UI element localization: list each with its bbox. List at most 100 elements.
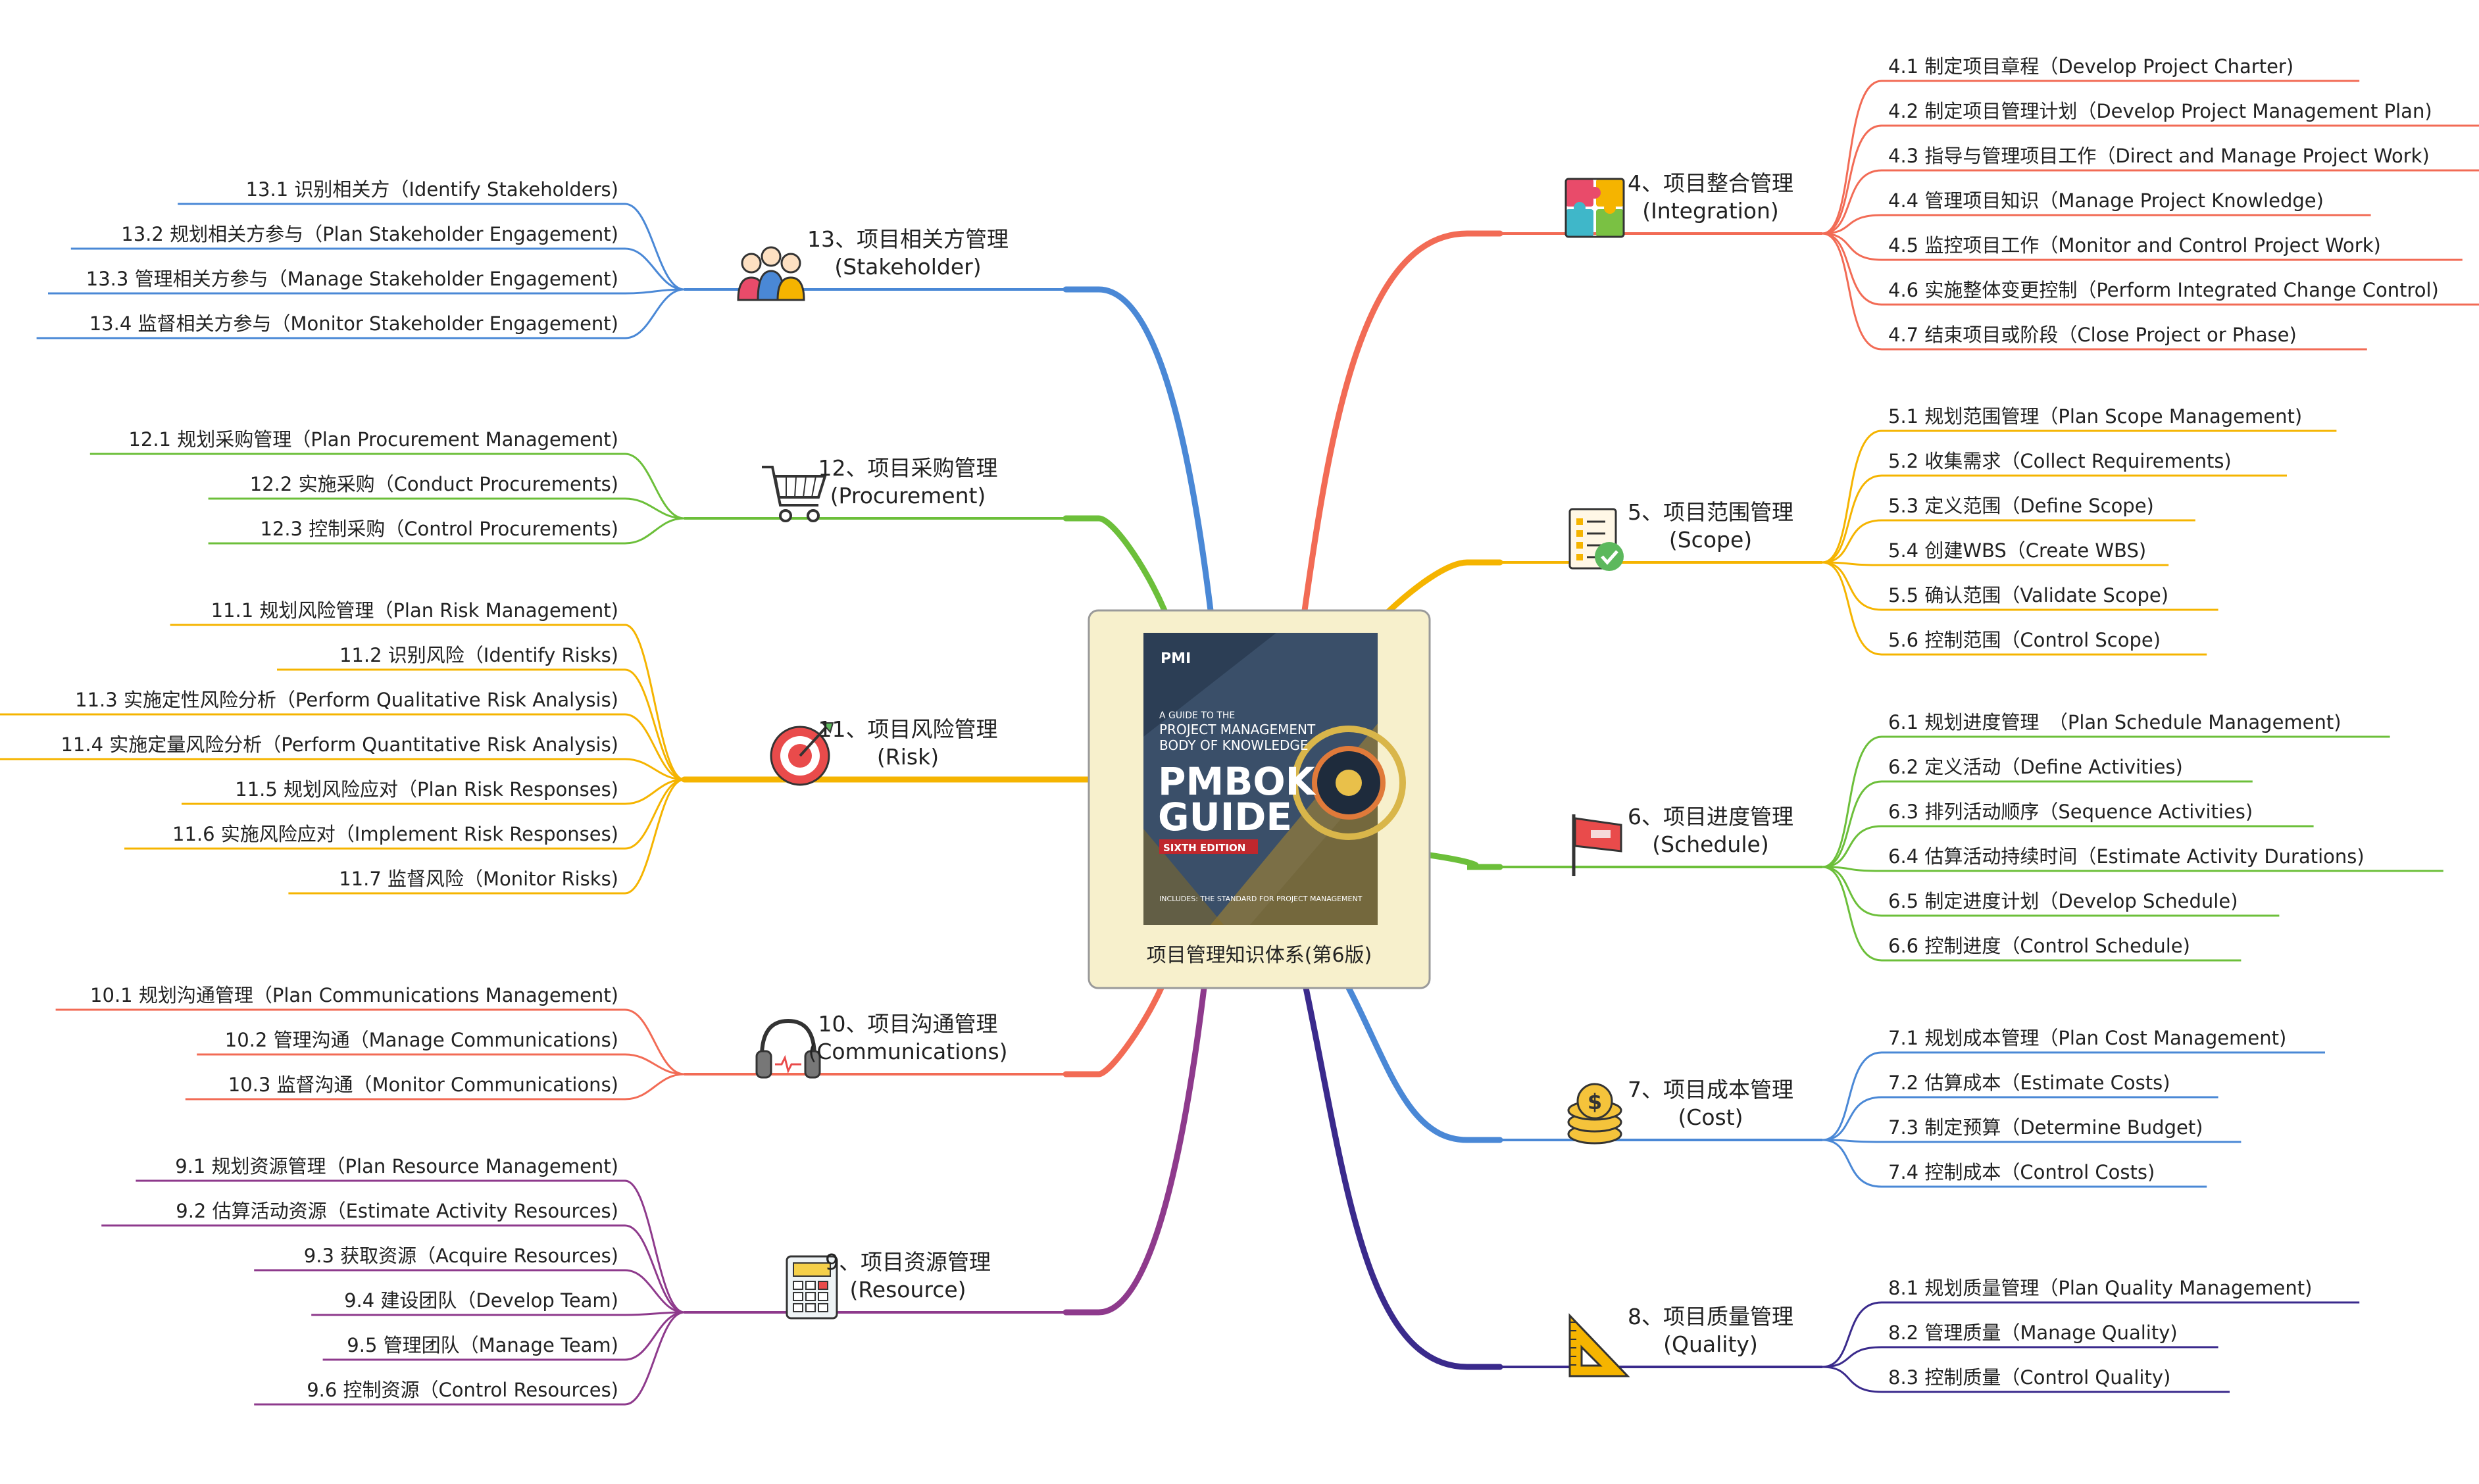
leaf-item[interactable]: 5.1 规划范围管理（Plan Scope Management) <box>1888 405 2302 428</box>
leaf-item[interactable]: 4.6 实施整体变更控制（Perform Integrated Change C… <box>1888 279 2439 301</box>
leaf-item[interactable]: 11.7 监督风险（Monitor Risks) <box>339 868 618 890</box>
leaf-connector <box>101 1224 685 1314</box>
leaf-item[interactable]: 9.1 规划资源管理（Plan Resource Management) <box>175 1155 618 1177</box>
leaf-item[interactable]: 4.1 制定项目章程（Develop Project Charter) <box>1888 55 2293 78</box>
leaf-connector <box>1822 1139 2241 1143</box>
leaf-item[interactable]: 4.5 监控项目工作（Monitor and Control Project W… <box>1888 234 2381 257</box>
leaf-connector <box>1822 474 2287 564</box>
leaf-item[interactable]: 6.1 规划进度管理 （Plan Schedule Management) <box>1888 711 2341 733</box>
leaf-item[interactable]: 4.2 制定项目管理计划（Develop Project Management … <box>1888 100 2432 122</box>
leaf-item[interactable]: 12.2 实施采购（Conduct Procurements) <box>250 473 618 495</box>
leaf-label: 9.6 控制资源（Control Resources) <box>307 1379 618 1401</box>
leaf-connector <box>170 624 685 781</box>
branch-title[interactable]: 11、项目风险管理 <box>818 716 998 742</box>
leaf-label: 11.5 规划风险应对（Plan Risk Responses) <box>235 778 618 801</box>
leaf-item[interactable]: 5.5 确认范围（Validate Scope) <box>1888 584 2168 606</box>
branch-integration[interactable]: 4、项目整合管理(Integration) 4.1 制定项目章程（Develop … <box>1565 55 2439 346</box>
branch-title[interactable]: 8、项目质量管理 <box>1628 1304 1793 1329</box>
leaf-item[interactable]: 10.3 监督沟通（Monitor Communications) <box>228 1074 618 1096</box>
branch-title[interactable]: 9、项目资源管理 <box>825 1249 991 1275</box>
leaf-item[interactable]: 5.4 创建WBS（Create WBS) <box>1888 539 2146 562</box>
branch-subtitle: (Integration) <box>1642 198 1779 224</box>
leaf-item[interactable]: 10.1 规划沟通管理（Plan Communications Manageme… <box>90 984 618 1006</box>
leaf-item[interactable]: 8.2 管理质量（Manage Quality) <box>1888 1322 2178 1344</box>
leaf-item[interactable]: 6.6 控制进度（Control Schedule) <box>1888 935 2190 957</box>
branch-subtitle: (Schedule) <box>1652 831 1768 857</box>
branch-communications[interactable]: 10、项目沟通管理(Communications)10.1 规划沟通管理（Pla… <box>90 984 1007 1096</box>
leaf-item[interactable]: 13.2 规划相关方参与（Plan Stakeholder Engagement… <box>121 223 618 245</box>
leaf-item[interactable]: 13.1 识别相关方（Identify Stakeholders) <box>246 178 618 201</box>
branch-connector <box>1063 985 1164 1077</box>
leaf-label: 7.4 控制成本（Control Costs) <box>1888 1161 2155 1183</box>
leaf-item[interactable]: 11.3 实施定性风险分析（Perform Qualitative Risk A… <box>75 689 618 711</box>
branch-title[interactable]: 6、项目进度管理 <box>1628 804 1793 829</box>
leaf-label: 11.1 规划风险管理（Plan Risk Management) <box>211 599 618 622</box>
leaf-item[interactable]: 11.5 规划风险应对（Plan Risk Responses) <box>235 778 618 801</box>
leaf-item[interactable]: 11.1 规划风险管理（Plan Risk Management) <box>211 599 618 622</box>
leaf-label: 7.1 规划成本管理（Plan Cost Management) <box>1888 1027 2286 1049</box>
leaf-item[interactable]: 9.2 估算活动资源（Estimate Activity Resources) <box>176 1200 618 1222</box>
leaf-item[interactable]: 5.6 控制范围（Control Scope) <box>1888 629 2161 651</box>
leaf-item[interactable]: 7.1 规划成本管理（Plan Cost Management) <box>1888 1027 2286 1049</box>
leaf-item[interactable]: 12.3 控制采购（Control Procurements) <box>260 518 618 540</box>
leaf-item[interactable]: 10.2 管理沟通（Manage Communications) <box>225 1029 618 1051</box>
leaf-label: 5.3 定义范围（Define Scope) <box>1888 495 2154 517</box>
leaf-label: 12.3 控制采购（Control Procurements) <box>260 518 618 540</box>
leaf-item[interactable]: 13.4 监督相关方参与（Monitor Stakeholder Engagem… <box>89 312 618 335</box>
branch-title[interactable]: 10、项目沟通管理 <box>818 1011 998 1037</box>
leaf-item[interactable]: 9.3 获取资源（Acquire Resources) <box>304 1245 618 1267</box>
branch-title[interactable]: 13、项目相关方管理 <box>807 226 1009 252</box>
leaf-item[interactable]: 4.7 结束项目或阶段（Close Project or Phase) <box>1888 324 2297 346</box>
leaf-connector <box>1822 430 2337 564</box>
leaf-item[interactable]: 12.1 规划采购管理（Plan Procurement Management) <box>128 428 618 451</box>
leaf-label: 13.3 管理相关方参与（Manage Stakeholder Engageme… <box>86 268 618 290</box>
leaf-item[interactable]: 4.4 管理项目知识（Manage Project Knowledge) <box>1888 189 2324 212</box>
leaf-connector <box>136 1179 685 1314</box>
branch-risk[interactable]: 11、项目风险管理(Risk)11.1 规划风险管理（Plan Risk Man… <box>61 599 997 890</box>
branch-resource[interactable]: 9、项目资源管理(Resource)9.1 规划资源管理（Plan Resour… <box>175 1155 991 1401</box>
leaf-item[interactable]: 9.6 控制资源（Control Resources) <box>307 1379 618 1401</box>
leaf-item[interactable]: 5.2 收集需求（Collect Requirements) <box>1888 450 2232 472</box>
leaf-item[interactable]: 5.3 定义范围（Define Scope) <box>1888 495 2154 517</box>
leaf-item[interactable]: 13.3 管理相关方参与（Manage Stakeholder Engageme… <box>86 268 618 290</box>
leaf-item[interactable]: 6.5 制定进度计划（Develop Schedule) <box>1888 890 2238 912</box>
branch-stakeholder[interactable]: 13、项目相关方管理(Stakeholder)13.1 识别相关方（Identi… <box>86 178 1009 335</box>
leaf-item[interactable]: 6.2 定义活动（Define Activities) <box>1888 756 2183 778</box>
branch-scope[interactable]: 5、项目范围管理(Scope)5.1 规划范围管理（Plan Scope Man… <box>1568 405 2302 651</box>
leaf-label: 8.3 控制质量（Control Quality) <box>1888 1366 2170 1389</box>
leaf-label: 11.4 实施定量风险分析（Perform Quantitative Risk … <box>61 733 618 756</box>
leaf-item[interactable]: 8.3 控制质量（Control Quality) <box>1888 1366 2170 1389</box>
leaf-label: 11.3 实施定性风险分析（Perform Qualitative Risk A… <box>75 689 618 711</box>
leaf-label: 12.1 规划采购管理（Plan Procurement Management) <box>128 428 618 451</box>
leaf-item[interactable]: 4.3 指导与管理项目工作（Direct and Manage Project … <box>1888 145 2430 167</box>
leaf-label: 8.2 管理质量（Manage Quality) <box>1888 1322 2178 1344</box>
leaf-connector <box>1822 1139 2207 1188</box>
leaf-connector <box>1822 780 2253 868</box>
leaf-connector <box>197 1053 685 1076</box>
branch-title[interactable]: 12、项目采购管理 <box>818 455 998 481</box>
leaf-item[interactable]: 8.1 规划质量管理（Plan Quality Management) <box>1888 1277 2312 1299</box>
leaf-item[interactable]: 6.3 排列活动顺序（Sequence Activities) <box>1888 801 2253 823</box>
leaf-item[interactable]: 6.4 估算活动持续时间（Estimate Activity Durations… <box>1888 845 2365 868</box>
leaf-item[interactable]: 7.3 制定预算（Determine Budget) <box>1888 1116 2203 1139</box>
leaf-connector <box>208 517 685 545</box>
leaf-item[interactable]: 11.6 实施风险应对（Implement Risk Responses) <box>172 823 618 845</box>
leaf-connector <box>1822 735 2390 868</box>
leaf-label: 9.3 获取资源（Acquire Resources) <box>304 1245 618 1267</box>
leaf-item[interactable]: 9.4 建设团队（Develop Team) <box>344 1289 618 1312</box>
leaf-item[interactable]: 7.4 控制成本（Control Costs) <box>1888 1161 2155 1183</box>
leaf-item[interactable]: 11.4 实施定量风险分析（Perform Quantitative Risk … <box>61 733 618 756</box>
branch-connector <box>1063 985 1207 1316</box>
branch-quality[interactable]: 8、项目质量管理(Quality)8.1 规划质量管理（Plan Quality… <box>1568 1277 2312 1389</box>
leaf-item[interactable]: 11.2 识别风险（Identify Risks) <box>339 644 618 666</box>
branch-title[interactable]: 5、项目范围管理 <box>1628 499 1793 525</box>
branch-title[interactable]: 4、项目整合管理 <box>1628 170 1793 196</box>
leaf-item[interactable]: 7.2 估算成本（Estimate Costs) <box>1888 1072 2170 1094</box>
branch-cost[interactable]: $7、项目成本管理(Cost)7.1 规划成本管理（Plan Cost Mana… <box>1567 1027 2286 1183</box>
branch-schedule[interactable]: 6、项目进度管理(Schedule) 6.1 规划进度管理 （Plan Sched… <box>1572 711 2365 957</box>
branch-title[interactable]: 7、项目成本管理 <box>1628 1077 1793 1102</box>
branch-procurement[interactable]: 12、项目采购管理(Procurement)12.1 规划采购管理（Plan P… <box>128 428 997 540</box>
leaf-item[interactable]: 9.5 管理团队（Manage Team) <box>347 1334 618 1356</box>
